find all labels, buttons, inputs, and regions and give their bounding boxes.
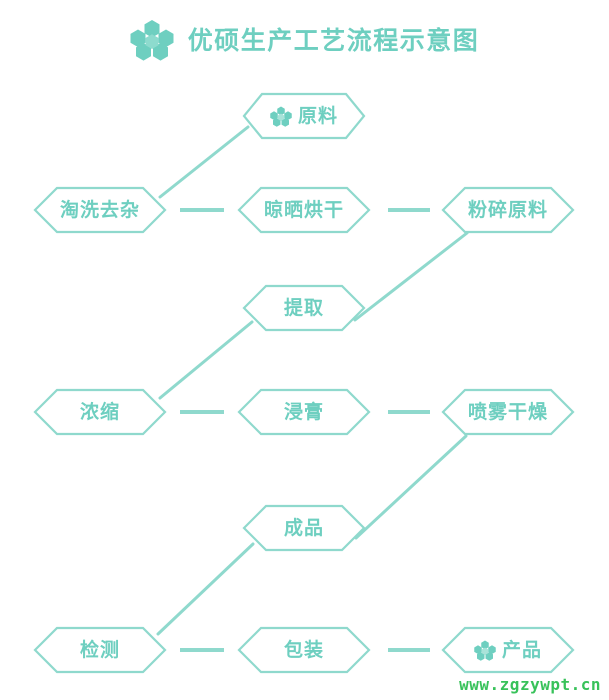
node-paste[interactable]: 浸膏 [239,390,369,434]
flower-hexagon-icon [474,640,496,661]
node-label: 晾晒烘干 [263,198,344,221]
node-product[interactable]: 成品 [244,506,364,550]
node-label: 检测 [79,638,120,661]
node-inspect[interactable]: 检测 [35,628,165,672]
node-label: 粉碎原料 [467,198,548,221]
edge-spraydry-product [354,434,468,540]
node-dry[interactable]: 晾晒烘干 [239,188,369,232]
hexagon-outlines [33,92,575,674]
node-extract[interactable]: 提取 [244,286,364,330]
node-label: 浸膏 [283,400,324,423]
node-label: 包装 [283,638,324,661]
node-label: 浓缩 [79,400,120,423]
edge-crush-extract [353,231,469,322]
node-label: 提取 [283,296,324,319]
node-package[interactable]: 包装 [239,628,369,672]
node-label: 原料 [297,104,338,127]
node-label: 喷雾干燥 [467,400,548,423]
node-label: 成品 [283,516,324,539]
edge-raw-wash [158,125,250,199]
node-crush[interactable]: 粉碎原料 [443,188,573,232]
node-concentrate[interactable]: 浓缩 [35,390,165,434]
edge-extract-concentrate [158,320,254,400]
flower-hexagon-icon [130,20,174,61]
node-final[interactable]: 产品 [443,628,573,672]
node-wash[interactable]: 淘洗去杂 [35,188,165,232]
node-spraydry[interactable]: 喷雾干燥 [443,390,573,434]
edge-product-inspect [156,542,255,636]
page-header: 优硕生产工艺流程示意图 [0,14,609,66]
page-title: 优硕生产工艺流程示意图 [187,25,480,55]
flower-hexagon-icon [270,106,292,127]
node-label: 淘洗去杂 [59,198,140,221]
node-label: 产品 [501,638,542,661]
watermark-text: www.zgzywpt.cn [459,675,601,694]
node-raw[interactable]: 原料 [244,94,364,138]
